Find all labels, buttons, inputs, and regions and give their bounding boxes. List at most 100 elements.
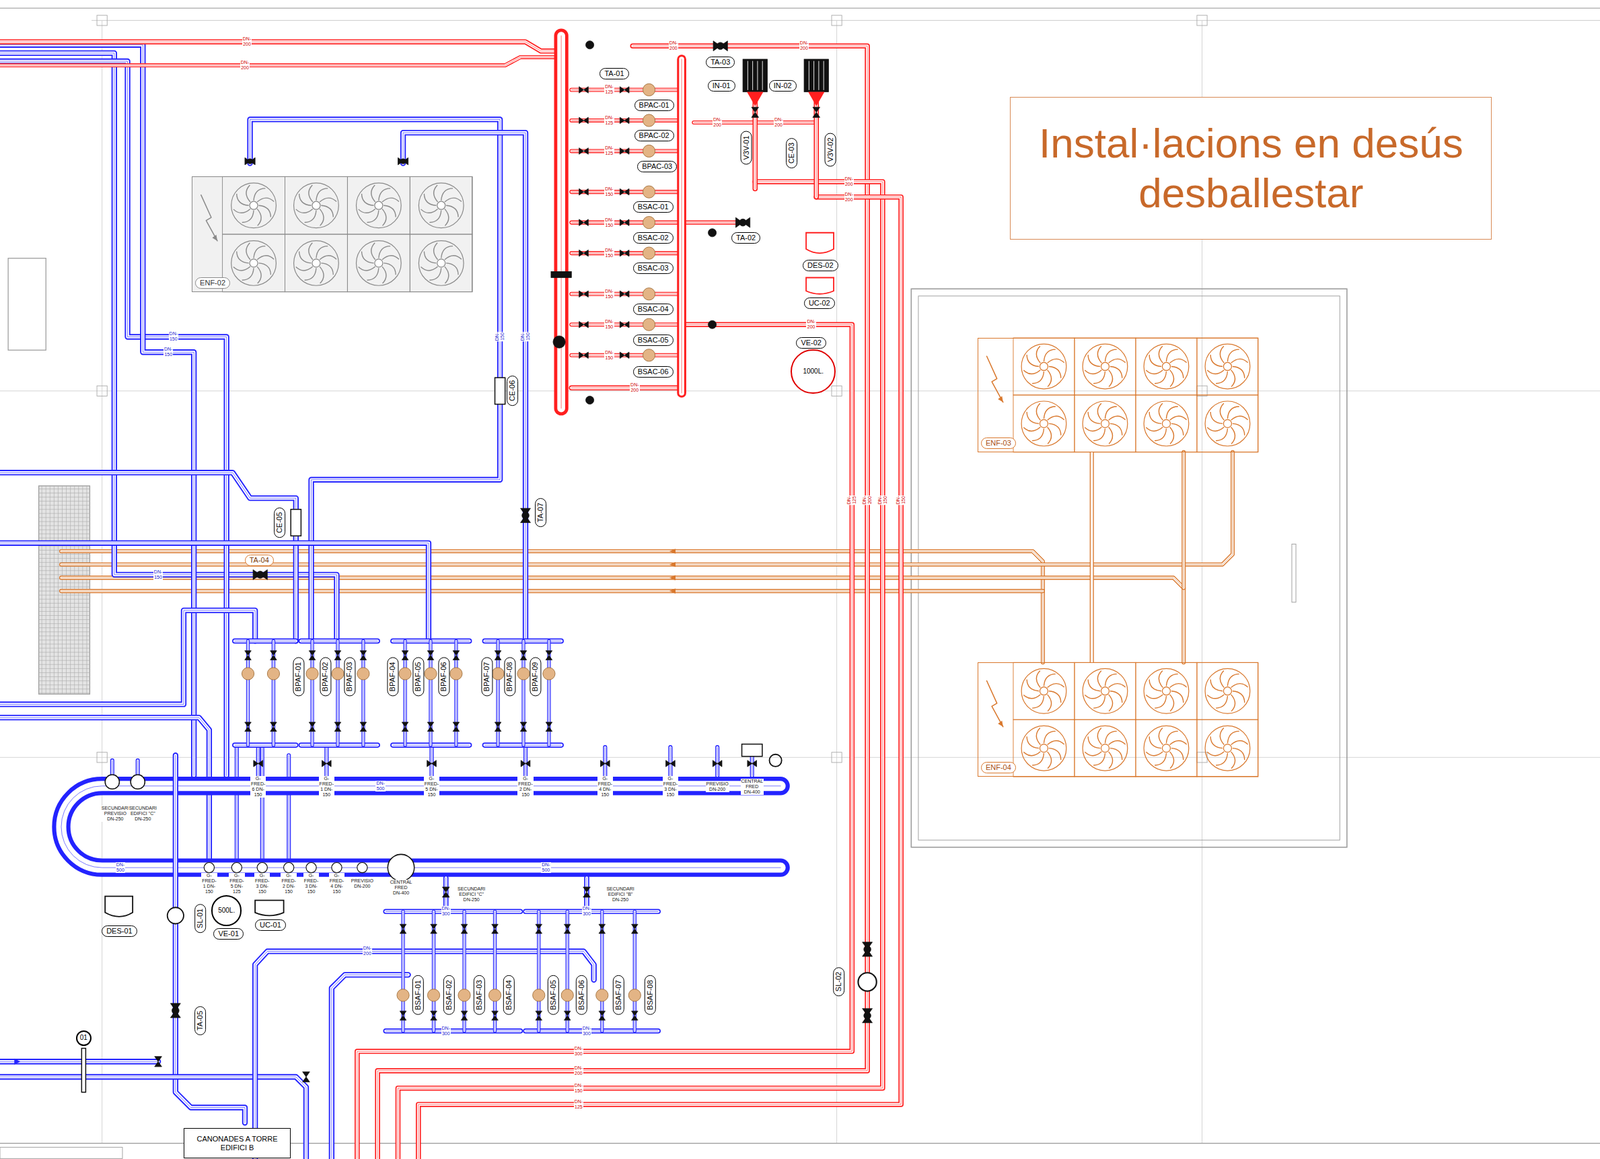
pipe-label: DN-200 bbox=[668, 40, 679, 52]
pipe-bore bbox=[175, 754, 245, 1123]
pipe-bore bbox=[234, 639, 297, 642]
pipe-label: G-FRED-2 DN-150 bbox=[517, 775, 533, 798]
fan-cell bbox=[1196, 719, 1259, 777]
node-text: BSAC-02 bbox=[637, 233, 669, 243]
pipe-label: CENTRAL FRED DN-400 bbox=[389, 879, 413, 896]
fan-blade bbox=[1084, 427, 1102, 432]
valve-body bbox=[553, 335, 566, 348]
fan-blade bbox=[308, 242, 313, 260]
fan-blade bbox=[257, 208, 262, 226]
fan-hub bbox=[1223, 686, 1232, 696]
pipe-label: DN-150 bbox=[604, 318, 614, 330]
fan-blade bbox=[1231, 683, 1249, 688]
fan-ring bbox=[1143, 401, 1189, 447]
dry-cooler-unit: ENF-04 bbox=[977, 662, 1259, 777]
label-holder: DN-300 bbox=[582, 1025, 592, 1037]
strainer-symbol bbox=[857, 972, 877, 991]
column-mark bbox=[96, 752, 107, 763]
pipe-axis bbox=[717, 746, 718, 776]
equipment-tag: CE-05 bbox=[273, 507, 286, 538]
fan-blade bbox=[1047, 751, 1052, 769]
section-mark bbox=[81, 1048, 86, 1093]
pipe bbox=[61, 588, 1043, 593]
fan-cell bbox=[1074, 719, 1136, 777]
inertia-slat bbox=[813, 61, 815, 90]
flow-arrow bbox=[669, 588, 676, 594]
pipe-bore bbox=[255, 950, 595, 1158]
fan-blade bbox=[319, 266, 324, 284]
pipe-label: DN-150 bbox=[604, 217, 614, 229]
pipe-axis bbox=[0, 53, 337, 642]
node-text: BPAF-03 bbox=[345, 662, 355, 692]
label-holder: DN-150 bbox=[604, 349, 614, 361]
pipe-bore bbox=[325, 746, 328, 776]
fan-blade bbox=[1108, 427, 1113, 445]
grating-bar bbox=[39, 614, 91, 616]
pipe bbox=[715, 746, 720, 776]
column-mark bbox=[1196, 385, 1208, 396]
grating-bar bbox=[39, 545, 91, 547]
pipe bbox=[61, 551, 1043, 663]
valve-symbol bbox=[430, 923, 438, 934]
pipe-bore bbox=[397, 181, 883, 1158]
grating-bar bbox=[39, 684, 91, 685]
pipe-bore bbox=[0, 45, 194, 776]
node-text: BSAC-01 bbox=[637, 202, 669, 212]
fan-blade bbox=[319, 208, 324, 226]
equipment-tag: TA-04 bbox=[244, 554, 274, 566]
fan-hub bbox=[1039, 744, 1048, 753]
node-text: UC-01 bbox=[259, 920, 282, 930]
fan-ring bbox=[1021, 668, 1067, 714]
pipe bbox=[1181, 452, 1186, 589]
pipe-axis bbox=[397, 181, 883, 1158]
fan-cell bbox=[1196, 662, 1259, 720]
grating-bar bbox=[39, 512, 91, 514]
fan-ring bbox=[1082, 668, 1128, 714]
pipe-label: DN-200 bbox=[629, 382, 640, 393]
pipe-label: DN-150 bbox=[163, 346, 173, 358]
pipe-bore bbox=[571, 386, 682, 389]
fan-cell bbox=[285, 176, 348, 235]
node-text: BSAF-02 bbox=[444, 979, 454, 1010]
pipe-label: G-FRED-5 DN-125 bbox=[228, 872, 245, 895]
fan-ring bbox=[1021, 725, 1067, 771]
fan-blade bbox=[1036, 345, 1041, 363]
fan-cell bbox=[1135, 719, 1197, 777]
node-text: BSAC-03 bbox=[637, 263, 669, 273]
pipe-label: DN-200 bbox=[799, 40, 809, 52]
fan-hub bbox=[312, 201, 321, 210]
fan-blade bbox=[1097, 670, 1102, 688]
fan-blade bbox=[319, 197, 337, 202]
dry-cooler-unit: ENF-03 bbox=[977, 337, 1259, 453]
label-holder: PREVISIO DN-200 bbox=[705, 781, 730, 792]
valve-body bbox=[172, 1006, 180, 1014]
label-holder: DN-200 bbox=[629, 382, 640, 393]
notice-box: Instal·lacions en desús desballestar bbox=[1009, 96, 1492, 240]
fan-blade bbox=[1145, 370, 1163, 375]
node-text: BSAF-07 bbox=[614, 979, 624, 1010]
valve-symbol bbox=[397, 157, 408, 165]
valve-symbol bbox=[244, 721, 252, 732]
pipe bbox=[523, 746, 528, 776]
pipe-axis bbox=[385, 1030, 521, 1031]
fan-blade bbox=[1231, 740, 1249, 745]
grating-bar bbox=[39, 533, 91, 535]
pipe-label: DN-300 bbox=[573, 1045, 584, 1057]
pipe-axis bbox=[61, 452, 1233, 565]
node-text: BPAF-09 bbox=[531, 662, 541, 692]
valve-symbol bbox=[631, 923, 639, 934]
pipe-label: DN-150 bbox=[895, 495, 907, 505]
node-text: UC-02 bbox=[808, 298, 831, 308]
fan-blade bbox=[1219, 727, 1224, 745]
fan-blade bbox=[1108, 740, 1126, 745]
fan-blade bbox=[1097, 403, 1102, 420]
pipe-label: DN-150 bbox=[573, 1082, 584, 1094]
pump-symbol bbox=[596, 989, 609, 1002]
fan-blade bbox=[1170, 751, 1175, 769]
fan-blade bbox=[1108, 415, 1126, 420]
pipe bbox=[286, 754, 291, 860]
valve-symbol bbox=[520, 721, 527, 732]
pipe-bore bbox=[136, 760, 139, 776]
node-text: CE-03 bbox=[787, 142, 796, 164]
